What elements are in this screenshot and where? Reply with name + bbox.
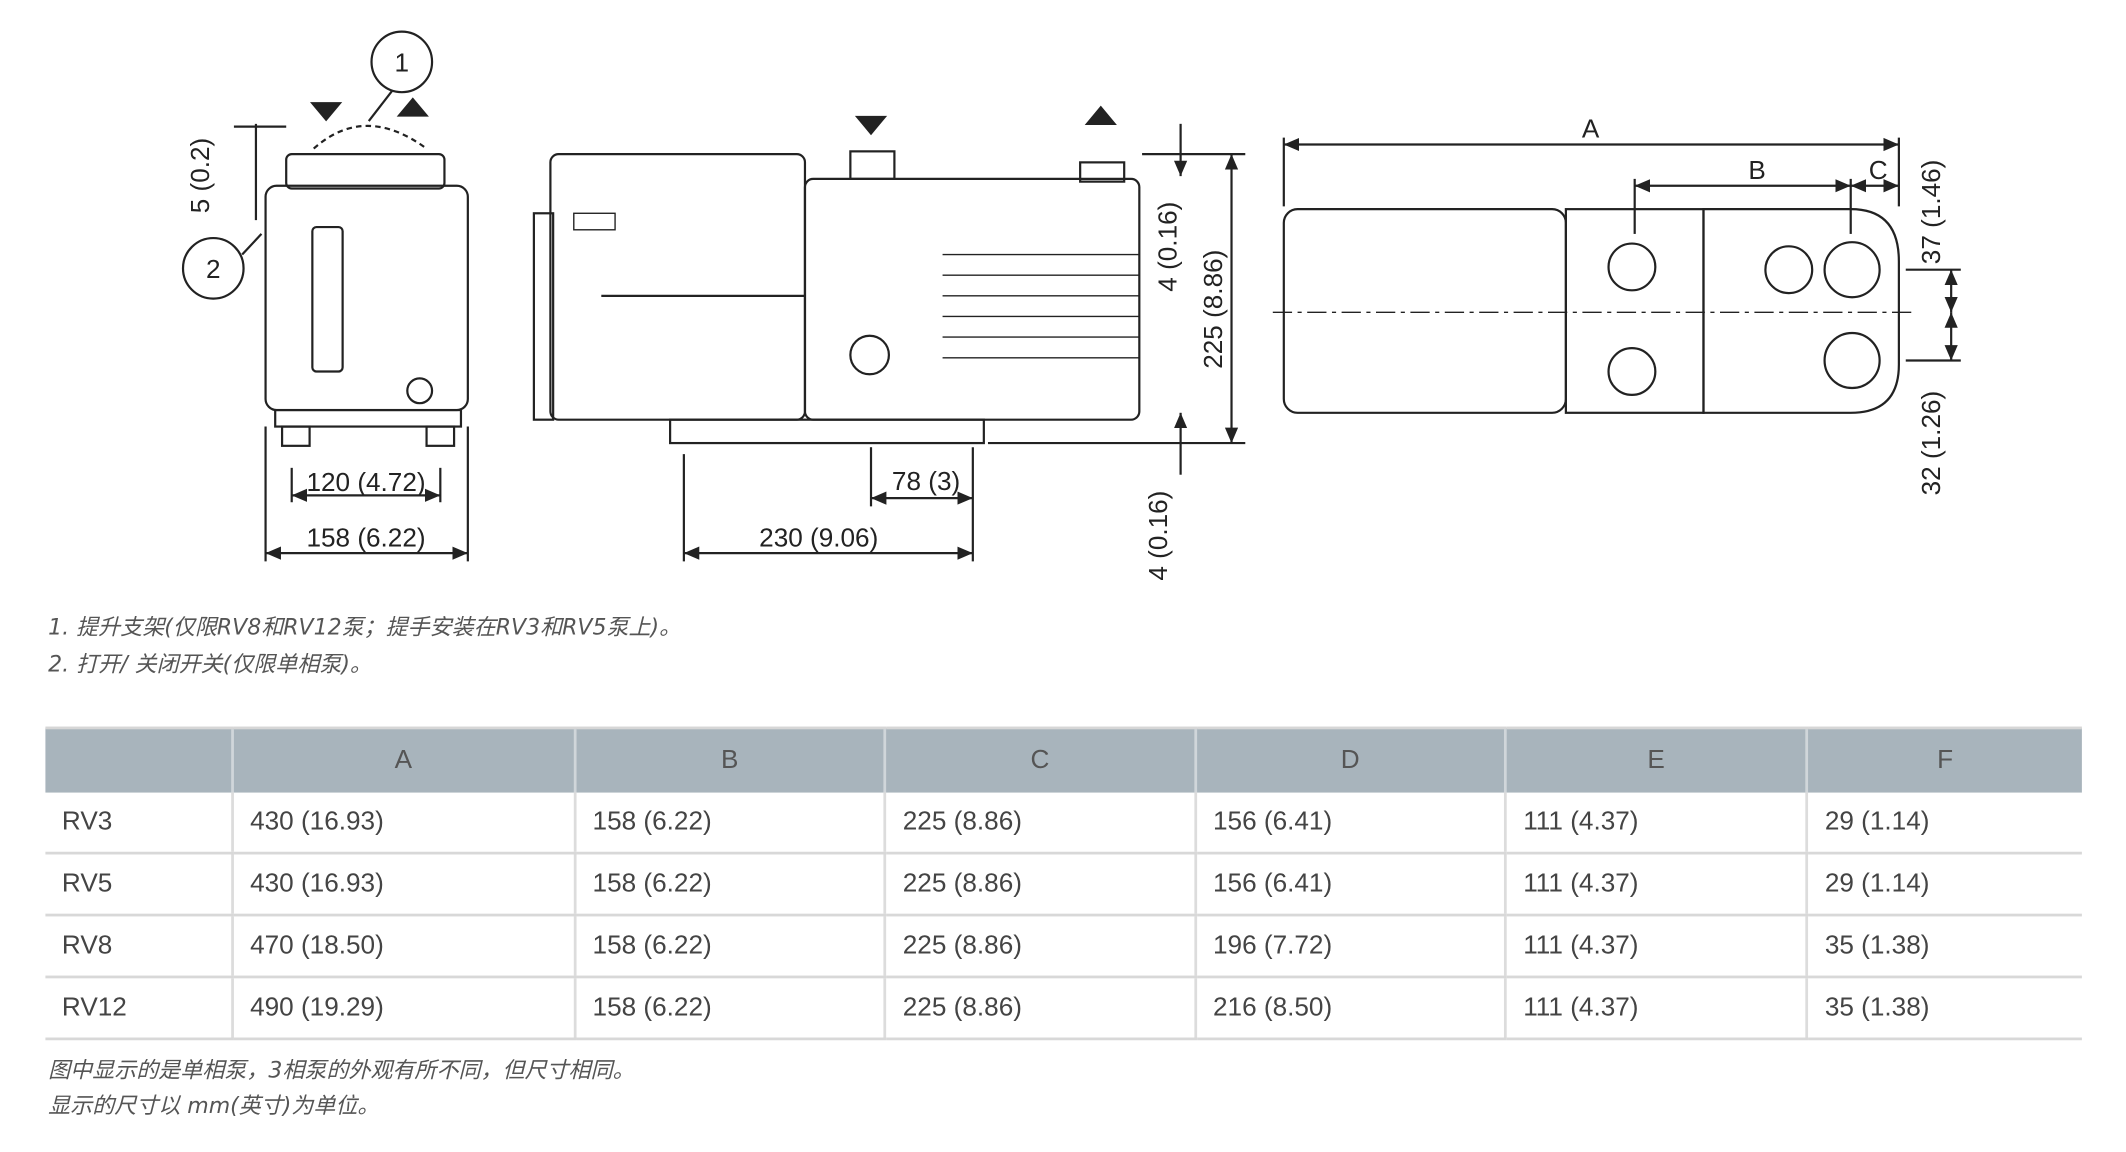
- table-header: A B C D E F: [45, 726, 2082, 793]
- dim-mid-top-gap: 4 (0.16): [1152, 202, 1182, 292]
- table-cell: 225 (8.86): [883, 915, 1196, 979]
- table-cell: 35 (1.38): [1805, 976, 2082, 1041]
- footer-note-2: 显示的尺寸以 mm(英寸)为单位。: [48, 1092, 380, 1119]
- dim-right-top: 37 (1.46): [1916, 160, 1946, 265]
- dim-C: C: [1869, 155, 1888, 185]
- dim-right-bottom: 32 (1.26): [1916, 391, 1946, 496]
- top-view: [1272, 137, 1961, 414]
- col-header: B: [573, 726, 885, 793]
- table-cell: 111 (4.37): [1503, 976, 1807, 1041]
- table-cell: 158 (6.22): [573, 915, 885, 979]
- col-header: C: [883, 726, 1196, 793]
- front-view: [181, 30, 469, 562]
- model-cell: RV12: [45, 976, 233, 1041]
- pump-drawings: 1 2 5 (0.2) 120 (4.72) 158 (6.22) 230 (9…: [181, 30, 1961, 581]
- table-cell: 430 (16.93): [230, 853, 575, 917]
- table-cell: 196 (7.72): [1193, 915, 1506, 979]
- dim-mid-height: 225 (8.86): [1198, 250, 1228, 369]
- table-cell: 111 (4.37): [1503, 792, 1807, 855]
- col-header: E: [1503, 726, 1807, 793]
- col-header: [45, 726, 233, 793]
- table-cell: 156 (6.41): [1193, 792, 1506, 855]
- table-cell: 111 (4.37): [1503, 915, 1807, 979]
- table-cell: 470 (18.50): [230, 915, 575, 979]
- col-header: A: [230, 726, 575, 793]
- table-cell: 29 (1.14): [1805, 853, 2082, 917]
- table-cell: 158 (6.22): [573, 792, 885, 855]
- table-cell: 158 (6.22): [573, 976, 885, 1041]
- table-cell: 225 (8.86): [883, 853, 1196, 917]
- model-cell: RV3: [45, 792, 233, 855]
- dim-B: B: [1748, 155, 1765, 185]
- table-cell: 35 (1.38): [1805, 915, 2082, 979]
- dim-left-top: 5 (0.2): [185, 138, 215, 214]
- dim-mid-bottom-gap: 4 (0.16): [1143, 491, 1173, 581]
- dim-left-inner: 120 (4.72): [306, 467, 425, 497]
- dim-A: A: [1582, 114, 1600, 144]
- note-1: 1. 提升支架(仅限RV8和RV12泵；提手安装在RV3和RV5泵上)。: [48, 613, 682, 640]
- table-cell: 225 (8.86): [883, 976, 1196, 1041]
- col-header: D: [1193, 726, 1506, 793]
- table-cell: 216 (8.50): [1193, 976, 1506, 1041]
- callout-1-label: 1: [395, 48, 410, 78]
- callout-2-label: 2: [206, 254, 221, 284]
- model-cell: RV5: [45, 853, 233, 917]
- table-cell: 156 (6.41): [1193, 853, 1506, 917]
- table-cell: 430 (16.93): [230, 792, 575, 855]
- dim-mid-foot: 78 (3): [892, 466, 960, 496]
- table-cell: 158 (6.22): [573, 853, 885, 917]
- table-cell: 111 (4.37): [1503, 853, 1807, 917]
- col-header: F: [1805, 726, 2082, 793]
- dim-mid-width: 230 (9.06): [759, 522, 878, 552]
- dim-left-outer: 158 (6.22): [306, 522, 425, 552]
- model-cell: RV8: [45, 915, 233, 979]
- table-cell: 29 (1.14): [1805, 792, 2082, 855]
- table-cell: 225 (8.86): [883, 792, 1196, 855]
- callout-2: [181, 236, 245, 300]
- table-cell: 490 (19.29): [230, 976, 575, 1041]
- note-2: 2. 打开/ 关闭开关(仅限单相泵)。: [48, 650, 372, 677]
- side-view: [532, 105, 1246, 562]
- callout-1: [370, 30, 434, 94]
- footer-note-1: 图中显示的是单相泵，3相泵的外观有所不同，但尺寸相同。: [48, 1056, 635, 1083]
